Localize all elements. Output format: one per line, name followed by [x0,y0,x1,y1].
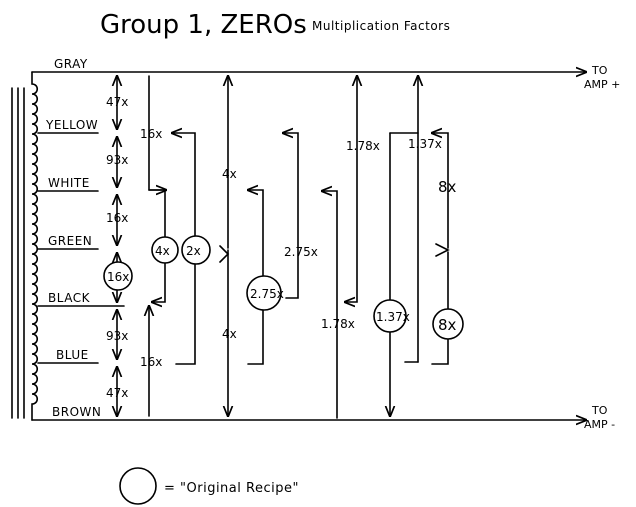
factor-circled-137x: 1.37x [376,310,410,324]
factor-gray-green: 4x [222,167,237,181]
legend-circle [119,467,157,505]
circle-4x [151,236,179,264]
factor-gray-black: 1.78x [346,139,380,153]
factor-gray-white: 16x [140,127,162,141]
factor-circled-2x: 2x [186,244,201,258]
circle-275x [246,275,282,311]
amp-plus-to: TO [591,64,608,77]
factor-black-brown: 16x [140,355,162,369]
tap-label-gray: GRAY [54,57,88,71]
title-main: Group 1, ZEROs [100,10,307,40]
title-sub: Multiplication Factors [312,19,450,33]
tap-label-green: GREEN [48,234,92,248]
circle-2x [181,235,211,265]
tap-label-brown: BROWN [52,405,101,419]
circle-8x [432,308,464,340]
tap-label-white: WHITE [48,176,90,190]
bracket-8x-circled [431,251,449,365]
tap-label-blue: BLUE [56,348,89,362]
amp-minus-label: AMP - [584,418,615,431]
bracket-178x-upper [345,76,357,302]
tap-label-black: BLACK [48,291,91,305]
factor-white-green: 16x [106,211,128,225]
factor-black-blue: 93x [106,329,128,343]
factor-blue-brown: 47x [106,386,128,400]
bracket-275x [283,133,299,299]
factor-circled-4x: 4x [155,244,170,258]
circle-16x [103,261,133,291]
factor-gray-yellow: 47x [106,95,128,109]
tap-label-yellow: YELLOW [45,118,98,132]
bracket-178x-lower [322,191,338,419]
amp-minus-to: TO [591,404,608,417]
factor-green-black-circled: 16x [107,270,129,284]
factor-green-brown: 4x [222,327,237,341]
factor-circled-8x: 8x [438,316,457,334]
legend-text: = "Original Recipe" [164,481,299,496]
secondary-coil [31,71,39,421]
factor-yellow-green: 8x [438,178,457,196]
factor-white-brown: 1.78x [321,317,355,331]
circle-137x [373,299,407,333]
factor-yellow-white: 93x [106,153,128,167]
factor-gray-blue: 1.37x [408,137,442,151]
bracket-8x [432,133,449,249]
factor-circled-275x: 2.75x [250,287,284,301]
amp-plus-label: AMP + [584,78,620,91]
transformer-core [11,87,25,419]
factor-yellow-black-275x: 2.75x [284,245,318,259]
